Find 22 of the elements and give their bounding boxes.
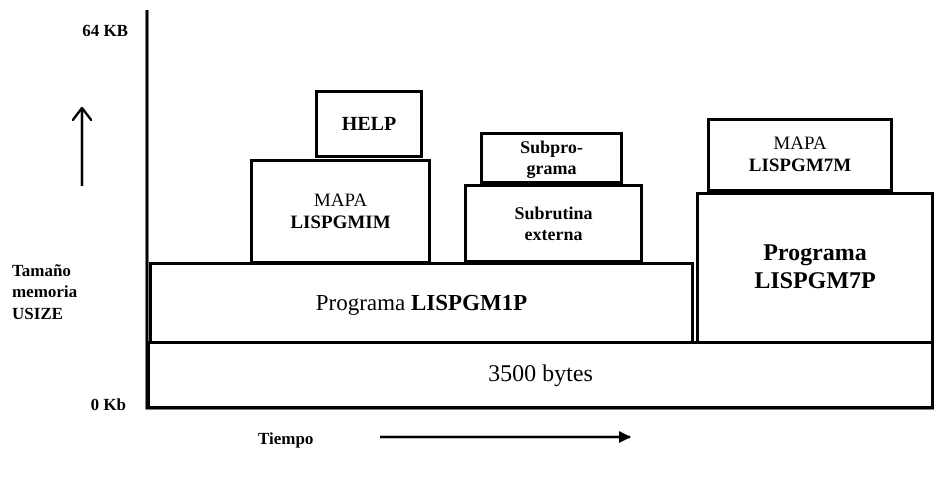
axis-min-label: 0 Kb xyxy=(90,394,126,416)
block-label: Programa LISPGM7P xyxy=(753,240,877,296)
memory-block xyxy=(696,192,934,344)
block-label: Programa LISPGM1P xyxy=(316,290,528,316)
block-label: Subpro- grama xyxy=(519,137,584,179)
block-label: MAPA xyxy=(773,133,827,155)
memory-block xyxy=(149,262,694,344)
block-label: Subrutina externa xyxy=(513,202,594,244)
block-label: 3500 bytes xyxy=(488,361,593,389)
memory-block xyxy=(480,132,623,184)
axis-title: Tamaño memoria USIZE xyxy=(12,260,78,324)
memory-block xyxy=(315,90,423,158)
block-label: HELP xyxy=(342,112,396,136)
memory-block xyxy=(464,184,643,263)
memory-block xyxy=(250,159,431,264)
axis-max-label: 64 KB xyxy=(81,20,128,42)
memory-block xyxy=(147,341,934,409)
memory-block xyxy=(707,118,893,192)
axis-title: Tiempo xyxy=(258,428,314,450)
block-label: LISPGM7M xyxy=(748,155,852,177)
block-label: LISPGMIM xyxy=(290,212,391,234)
block-label: MAPA xyxy=(314,190,368,212)
